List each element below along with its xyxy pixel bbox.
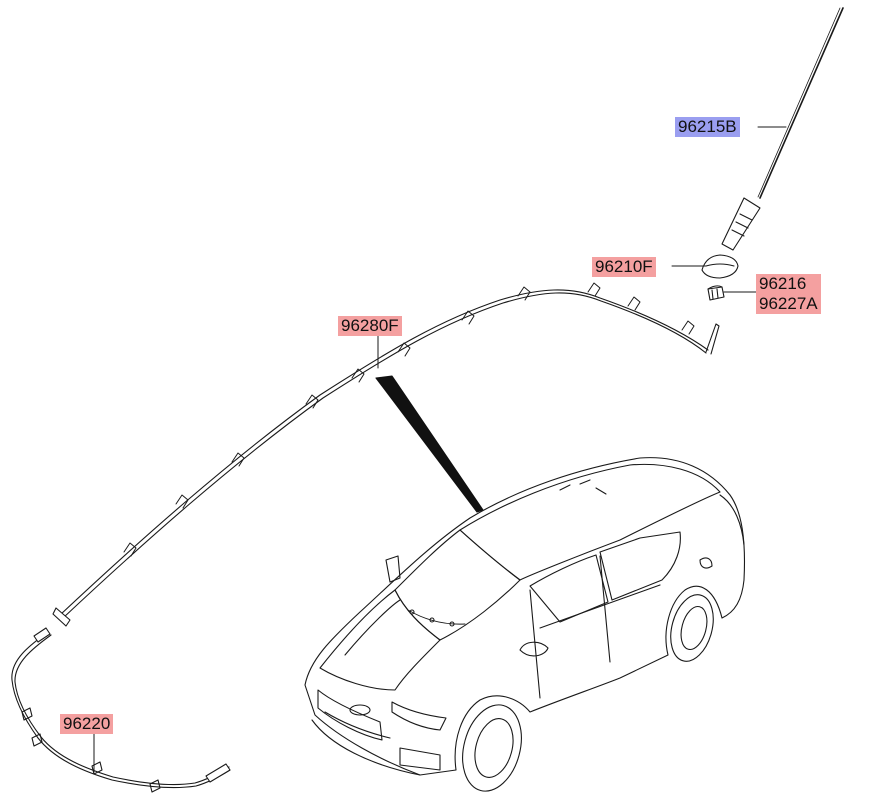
part-label-96220[interactable]: 96220: [60, 714, 114, 734]
antenna-base: [701, 254, 739, 279]
indicator-wedge: [375, 375, 484, 513]
roof-antenna-cable: [52, 282, 720, 627]
leader-lines: [93, 126, 787, 773]
part-label-96216[interactable]: 96216: [759, 274, 807, 293]
part-label-96280f[interactable]: 96280F: [338, 316, 402, 336]
car-illustration: [304, 457, 746, 792]
part-label-96210f[interactable]: 96210F: [592, 257, 656, 277]
antenna-nut: [707, 285, 725, 301]
antenna-rod: [721, 7, 844, 251]
feeder-cable: [11, 627, 231, 793]
part-label-96227a[interactable]: 96227A: [759, 294, 818, 313]
part-label-96215b[interactable]: 96215B: [675, 117, 740, 137]
part-label-96216-96227a[interactable]: 96216 96227A: [756, 274, 821, 314]
